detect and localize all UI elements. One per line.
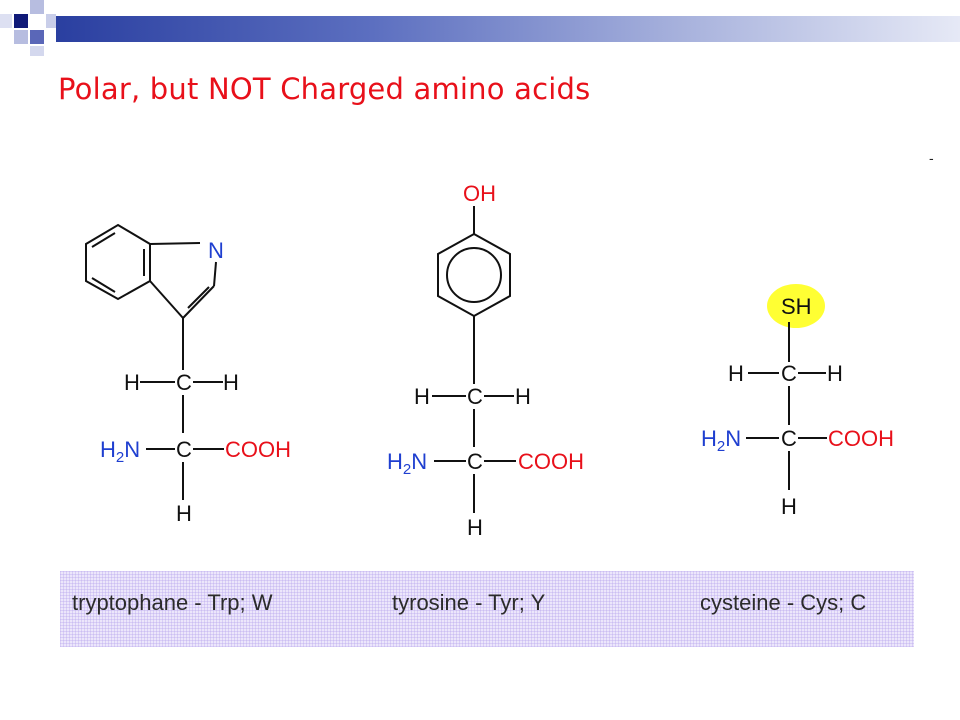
- h-label: H: [223, 370, 239, 395]
- amino-acid-name-tyrosine: tyrosine - Tyr; Y: [392, 590, 546, 615]
- h-label: H: [515, 384, 531, 409]
- sh-highlight: [767, 284, 825, 328]
- carboxyl-label: COOH: [828, 426, 894, 451]
- h-label: H: [467, 515, 483, 540]
- c-label: C: [781, 361, 797, 386]
- c-alpha-label: C: [781, 426, 797, 451]
- c-alpha-label: C: [467, 449, 483, 474]
- slide-title: Polar, but NOT Charged amino acids: [58, 72, 591, 106]
- amine-label: H2N: [100, 437, 140, 466]
- pyrrole-bond: [149, 242, 201, 245]
- pyrrole-bond: [182, 285, 215, 319]
- phenol-ring: [437, 232, 511, 318]
- amine-label: H2N: [387, 449, 427, 478]
- pyrrole-bond: [213, 261, 217, 287]
- c-alpha-label: C: [176, 437, 192, 462]
- c-label: C: [176, 370, 192, 395]
- c-label: C: [467, 384, 483, 409]
- deco-square-light: [0, 14, 12, 28]
- benzene-inner-bond: [91, 277, 116, 293]
- benzene-inner-bond: [91, 232, 116, 248]
- hydroxyl-label: OH: [463, 181, 496, 206]
- stray-mark: -: [929, 150, 934, 166]
- deco-square-light: [46, 14, 56, 28]
- amino-acid-name-tryptophane: tryptophane - Trp; W: [72, 590, 273, 615]
- deco-square-mid: [30, 30, 44, 44]
- tyrosine-structure: [432, 206, 516, 513]
- h-label: H: [124, 370, 140, 395]
- deco-square-light: [30, 0, 44, 14]
- amine-label: H2N: [701, 426, 741, 455]
- deco-square-dark: [14, 14, 28, 28]
- carboxyl-label: COOH: [518, 449, 584, 474]
- names-band: [60, 571, 914, 647]
- carboxyl-label: COOH: [225, 437, 291, 462]
- aromatic-circle: [446, 247, 502, 303]
- thiol-label: SH: [781, 294, 812, 319]
- h-label: H: [414, 384, 430, 409]
- title-bar-gradient: [56, 16, 960, 42]
- deco-square-light: [30, 46, 44, 56]
- h-label: H: [827, 361, 843, 386]
- h-label: H: [781, 494, 797, 519]
- tryptophane-structure: [85, 223, 224, 500]
- h-label: H: [176, 501, 192, 526]
- amino-acid-name-cysteine: cysteine - Cys; C: [700, 590, 867, 615]
- pyrrole-double-bond: [187, 286, 210, 309]
- pyrrole-bond: [149, 280, 184, 319]
- h-label: H: [728, 361, 744, 386]
- atom-labels: N H C H H2N C COOH H OH H C H H2N C COOH…: [100, 181, 894, 540]
- cysteine-structure: [746, 284, 827, 490]
- nitrogen-label: N: [208, 238, 224, 263]
- indole-benzene-ring: [85, 223, 151, 301]
- deco-square-light: [14, 30, 28, 44]
